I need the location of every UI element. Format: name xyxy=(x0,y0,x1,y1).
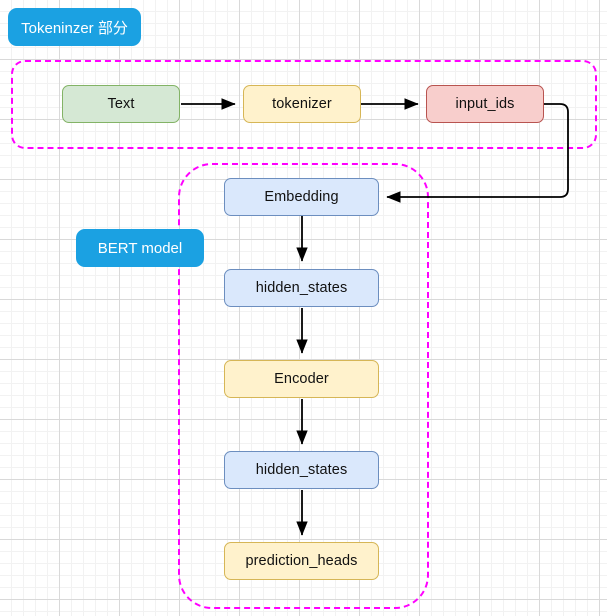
node-text[interactable]: Text xyxy=(62,85,180,123)
node-tokenizer-label: tokenizer xyxy=(272,96,332,112)
group-badge-bert-label: BERT model xyxy=(97,239,183,257)
node-hidden-states-2[interactable]: hidden_states xyxy=(224,451,379,489)
node-embedding[interactable]: Embedding xyxy=(224,178,379,216)
node-prediction-heads[interactable]: prediction_heads xyxy=(224,542,379,580)
node-prediction-heads-label: prediction_heads xyxy=(245,553,358,569)
node-text-label: Text xyxy=(107,96,135,112)
group-container-bert xyxy=(178,163,429,609)
node-input-ids[interactable]: input_ids xyxy=(426,85,544,123)
group-badge-bert[interactable]: BERT model xyxy=(76,229,204,267)
group-badge-tokenizer[interactable]: Tokeninzer 部分 xyxy=(8,8,141,46)
node-encoder-label: Encoder xyxy=(274,371,329,387)
node-hidden-states-1[interactable]: hidden_states xyxy=(224,269,379,307)
node-embedding-label: Embedding xyxy=(264,189,339,205)
node-tokenizer[interactable]: tokenizer xyxy=(243,85,361,123)
node-hidden-states-2-label: hidden_states xyxy=(255,462,348,478)
group-container-tokenizer xyxy=(11,60,597,149)
group-badge-tokenizer-label: Tokeninzer 部分 xyxy=(21,19,128,37)
node-input-ids-label: input_ids xyxy=(455,96,515,112)
node-encoder[interactable]: Encoder xyxy=(224,360,379,398)
node-hidden-states-1-label: hidden_states xyxy=(255,280,348,296)
